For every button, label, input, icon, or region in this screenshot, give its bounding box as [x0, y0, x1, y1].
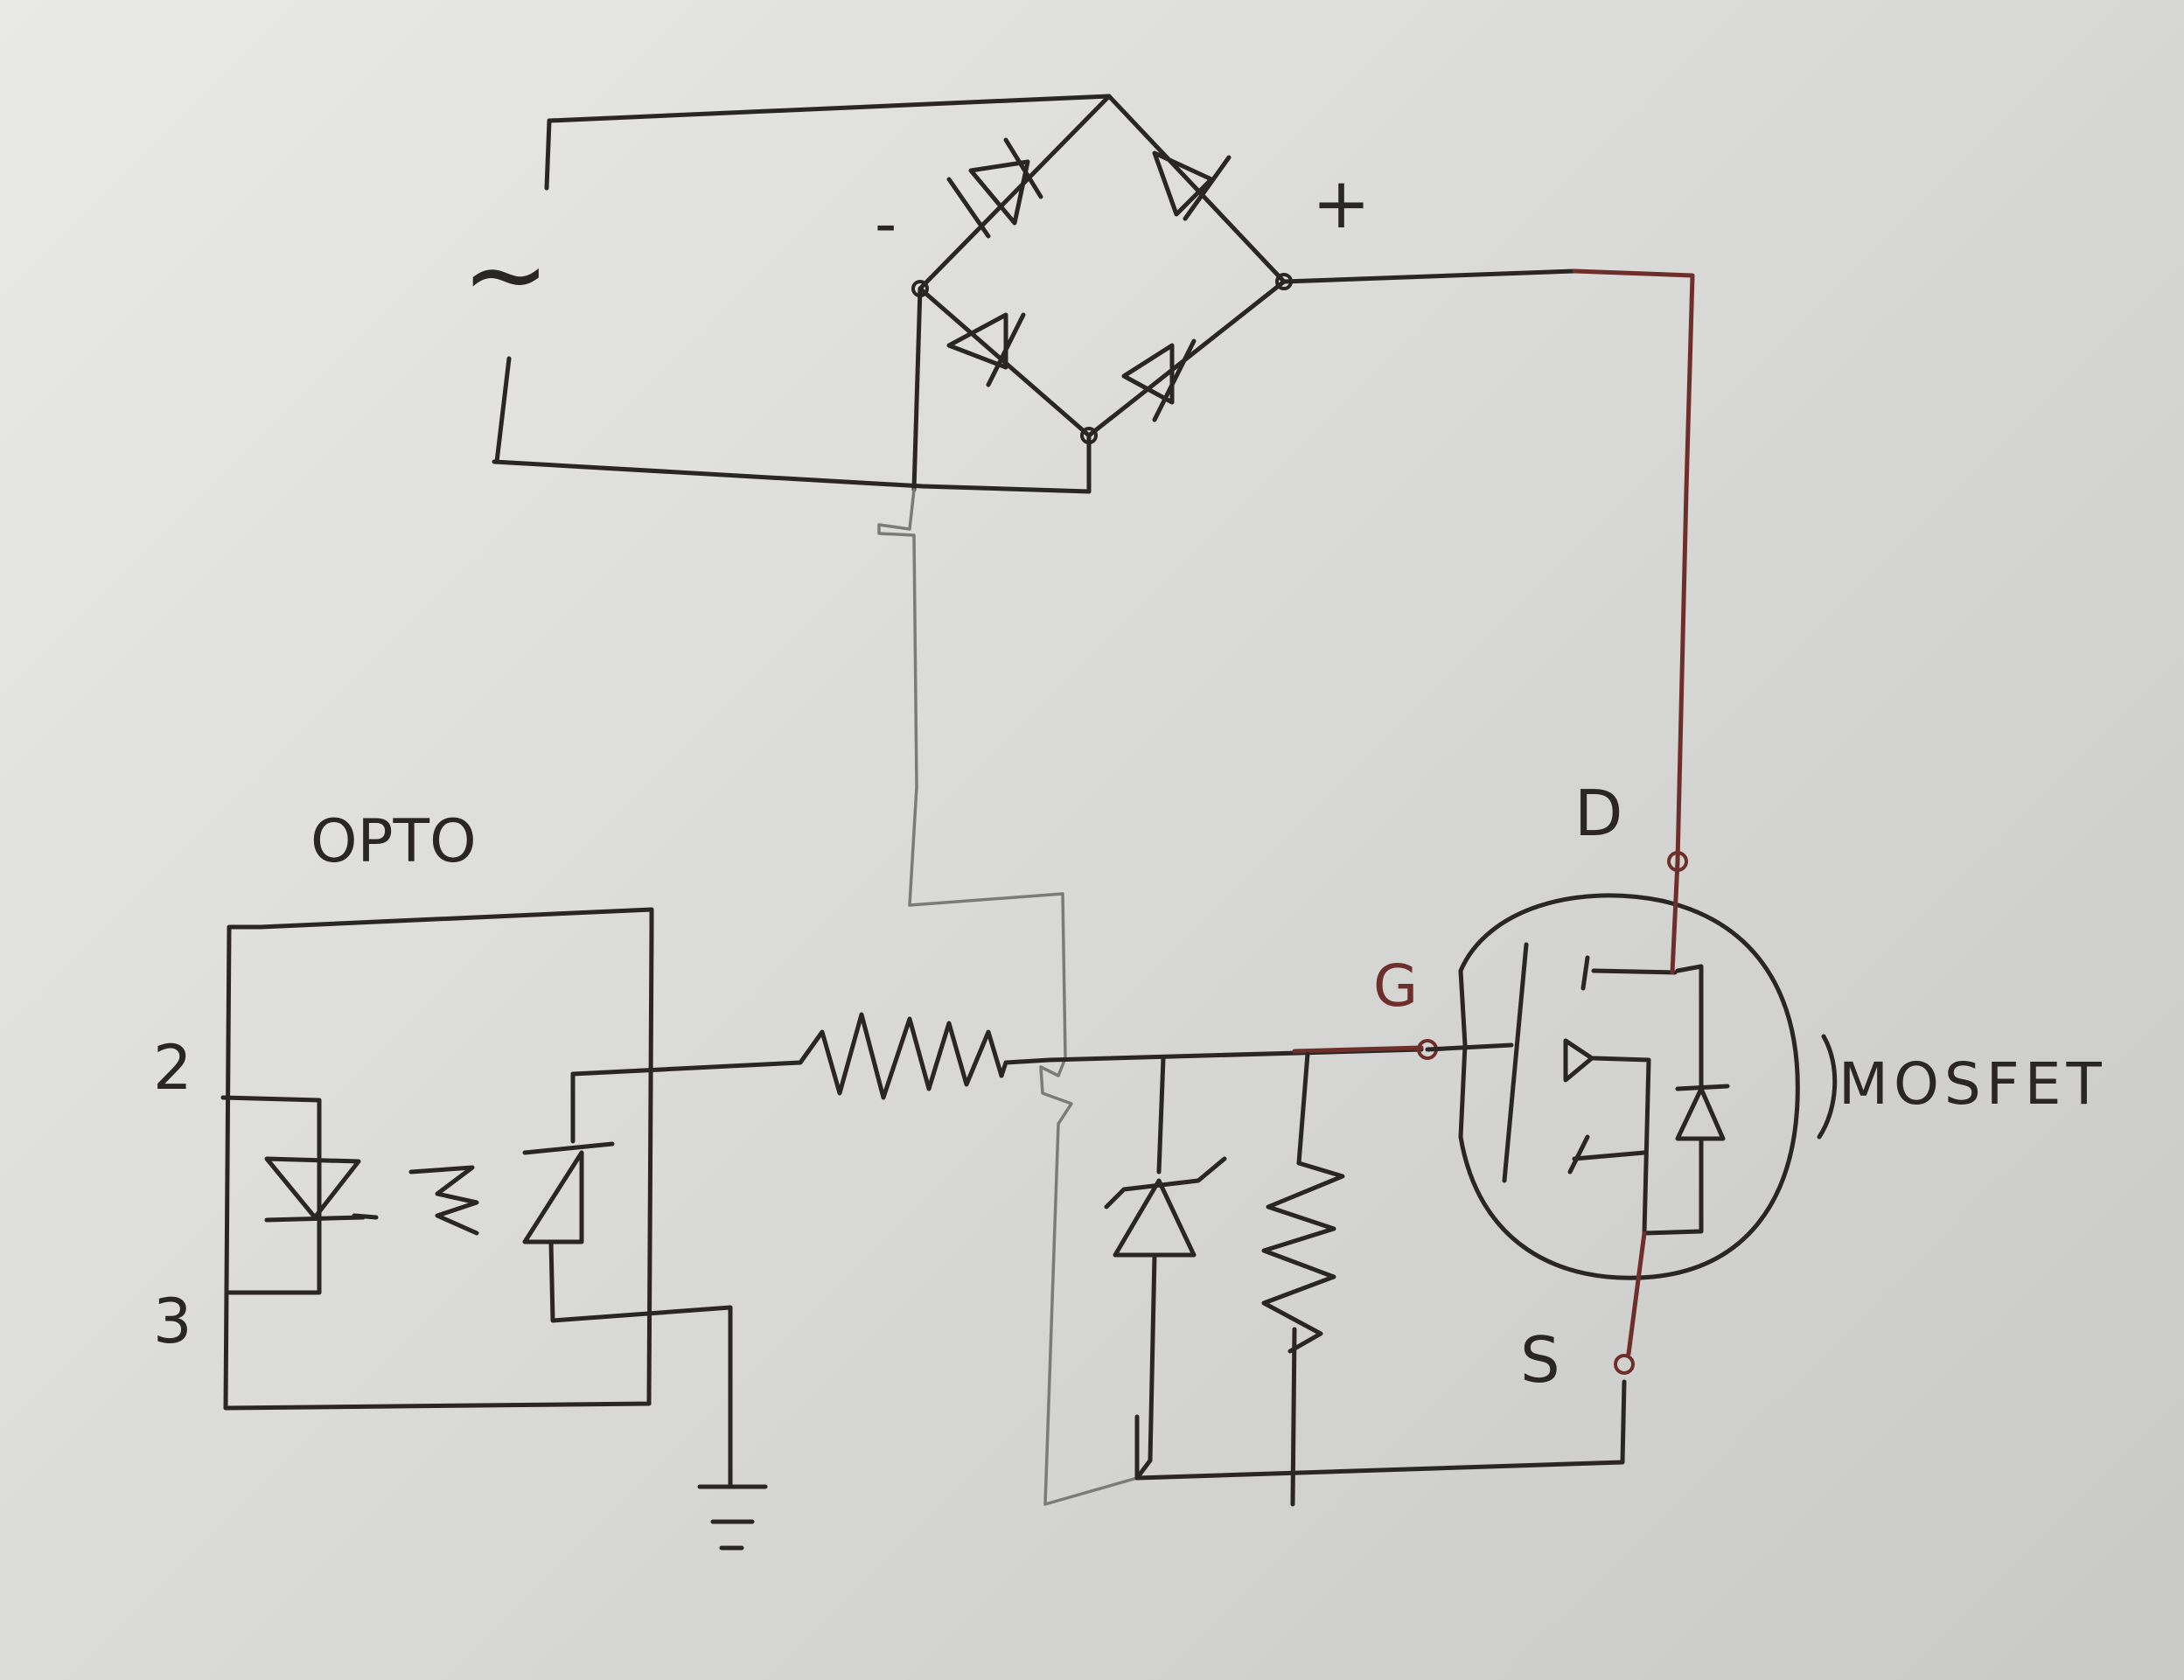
- mosfet-drain-lead: [1670, 859, 1680, 975]
- mosfet-package-circle: [1458, 893, 1800, 1280]
- series-resistor: [798, 1012, 1052, 1100]
- bridge-diode-bottom-left: [946, 312, 1026, 387]
- ac-wire-bottom-stub: [494, 356, 512, 464]
- ac-symbol-label: ~: [462, 214, 550, 336]
- mosfet: D S MOSFET: [1425, 777, 2107, 1397]
- opto-led-loop: [220, 1095, 322, 1295]
- ac-wire-top: [547, 94, 1112, 123]
- opto-title-label: OPTO: [311, 807, 477, 876]
- drain-node: [1667, 851, 1688, 872]
- bridge-diamond: [918, 94, 1287, 438]
- plus-rail-black: [1281, 268, 1577, 284]
- mosfet-source-lead: [1626, 1230, 1647, 1356]
- opto-pin-2-label: 2: [153, 1032, 192, 1104]
- opto-led-triangle: [264, 1156, 361, 1220]
- optocoupler: OPTO 2 3: [153, 807, 803, 1551]
- opto-photodiode-triangle: [522, 1150, 584, 1244]
- mosfet-source-label: S: [1520, 1323, 1560, 1397]
- source-node: [1614, 1354, 1635, 1375]
- opto-light-arrows: [408, 1165, 479, 1236]
- mosfet-body-arrow: [1563, 1038, 1594, 1083]
- mosfet-drain-label: D: [1574, 777, 1622, 850]
- bridge-rectifier: - +: [875, 94, 1371, 494]
- mosfet-body-wire: [1591, 1056, 1651, 1236]
- bridge-diode-bottom-right: [1121, 338, 1197, 422]
- ac-wire-bottom: [492, 459, 1092, 494]
- pencil-return-wire: [877, 488, 1139, 1506]
- mosfet-source-stub: [1572, 1150, 1647, 1161]
- mosfet-body-diode: [1675, 1086, 1726, 1141]
- pulldown-resistor: [1261, 1051, 1345, 1507]
- bridge-minus-label: -: [875, 188, 897, 260]
- opto-output-wire: [570, 1060, 803, 1077]
- opto-photodiode-bar: [522, 1141, 615, 1155]
- bridge-diode-top-right: [1152, 150, 1232, 221]
- mosfet-gate-plate: [1502, 942, 1529, 1183]
- bridge-plus-label: +: [1312, 163, 1371, 244]
- opto-package: [223, 907, 654, 1411]
- mosfet-gate-label: G: [1373, 952, 1418, 1020]
- opto-photodiode-to-ground: [548, 1239, 733, 1489]
- source-return-wire: [1134, 1379, 1627, 1481]
- mosfet-title-label: MOSFET: [1839, 1050, 2107, 1118]
- ac-source: ~: [462, 94, 1112, 494]
- zener-diode: [1104, 1056, 1227, 1481]
- mosfet-drain-stub: [1591, 968, 1678, 975]
- opto-pin-3-label: 3: [153, 1286, 192, 1357]
- bridge-minus-down: [911, 286, 923, 492]
- ground-icon: [697, 1484, 768, 1551]
- plus-rail-to-drain: [1572, 268, 1695, 864]
- gate-wire-red: [1292, 1045, 1424, 1054]
- ac-wire-top-stub: [544, 118, 552, 191]
- bridge-diode-top-left: [946, 137, 1043, 239]
- opto-led-bar: [264, 1215, 366, 1223]
